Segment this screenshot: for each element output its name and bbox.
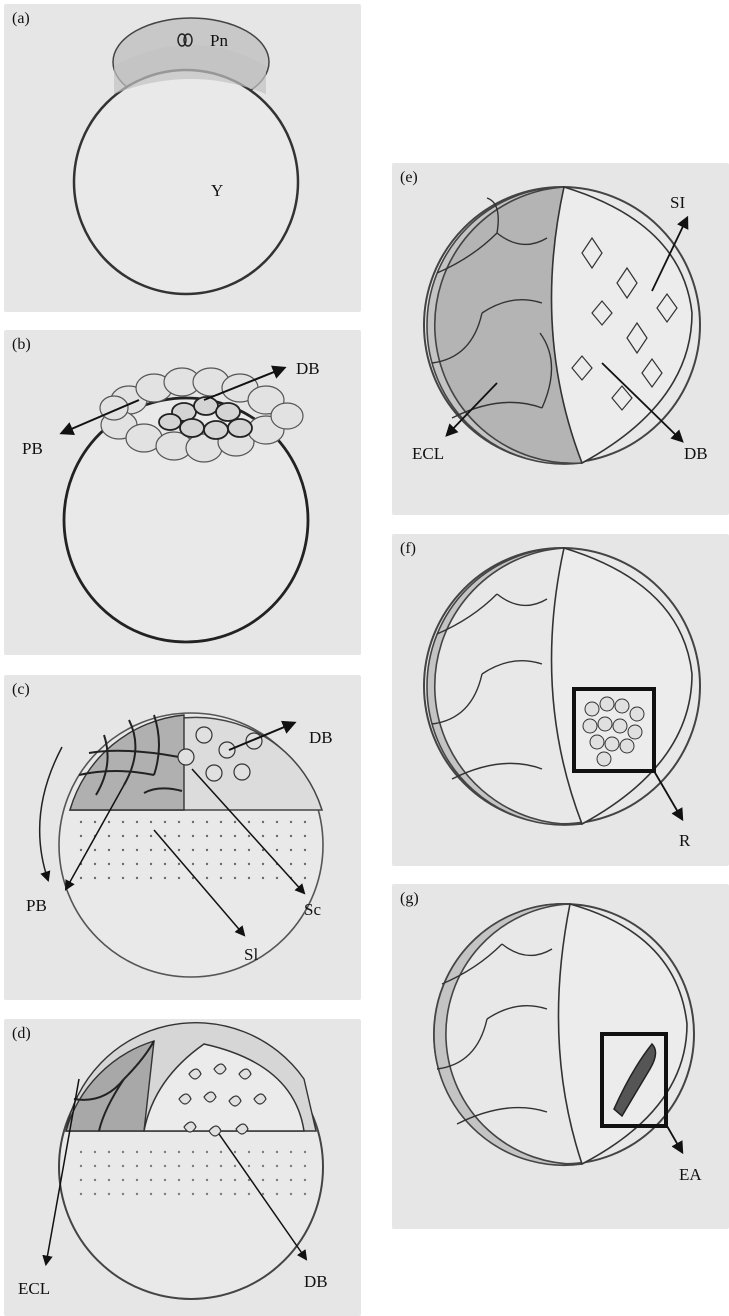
panel-c: (c) DB PB Sc Sl [4,675,361,1000]
label-pn: Pn [210,31,228,50]
segmentation-diagram-f: R [392,534,729,866]
label-db: DB [296,359,320,378]
label-si: SI [670,193,685,212]
label-pb: PB [26,896,47,915]
label-db: DB [309,728,333,747]
panel-f: (f) R [392,534,729,866]
panel-b: (b) DB PB [4,330,361,655]
label-y: Y [211,181,223,200]
label-db: DB [304,1272,328,1291]
label-ea: EA [679,1165,702,1184]
label-ecl: ECL [412,444,444,463]
label-db: DB [684,444,708,463]
label-pb: PB [22,439,43,458]
gastrula-diagram: ECL DB [4,1019,361,1316]
blastula-diagram: DB PB [4,330,361,655]
label-sc: Sc [304,900,321,919]
label-ecl: ECL [18,1279,50,1298]
label-r: R [679,831,691,850]
yolk-cell [74,70,298,294]
label-sl: Sl [244,945,258,964]
segmentation-diagram-e: SI ECL DB [392,163,729,515]
epiboly-diagram: DB PB Sc Sl [4,675,361,1000]
zygote-diagram: Pn Y [4,4,361,312]
segmentation-diagram-g: EA [392,884,729,1229]
panel-g: (g) EA [392,884,729,1229]
panel-a: (a) Pn Y [4,4,361,312]
panel-e: (e) SI ECL DB [392,163,729,515]
panel-d: (d) ECL DB [4,1019,361,1316]
